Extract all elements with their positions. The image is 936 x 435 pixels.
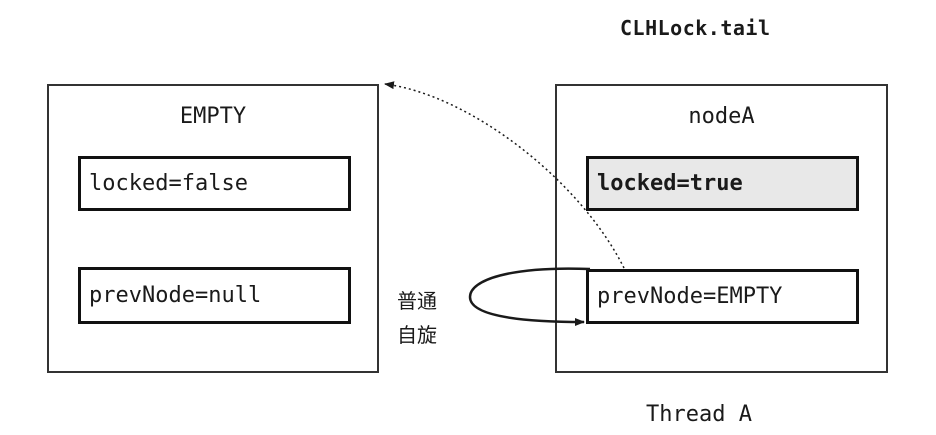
- node-a-title: nodeA: [688, 104, 755, 129]
- node-a-locked-field: locked=true: [586, 156, 859, 211]
- node-empty: EMPTY: [47, 84, 379, 373]
- spin-label: 普通 自旋: [392, 284, 442, 352]
- node-empty-locked-field: locked=false: [78, 156, 351, 211]
- clhlock-tail-label: CLHLock.tail: [620, 16, 771, 40]
- node-a-prevnode-field: prevNode=EMPTY: [586, 269, 859, 324]
- thread-a-label: Thread A: [646, 402, 752, 427]
- node-empty-title: EMPTY: [179, 104, 247, 129]
- node-empty-prevnode-field: prevNode=null: [78, 267, 351, 324]
- node-a: nodeA: [555, 84, 888, 373]
- spin-label-line-2: 自旋: [397, 323, 437, 347]
- spin-label-line-1: 普通: [397, 289, 437, 313]
